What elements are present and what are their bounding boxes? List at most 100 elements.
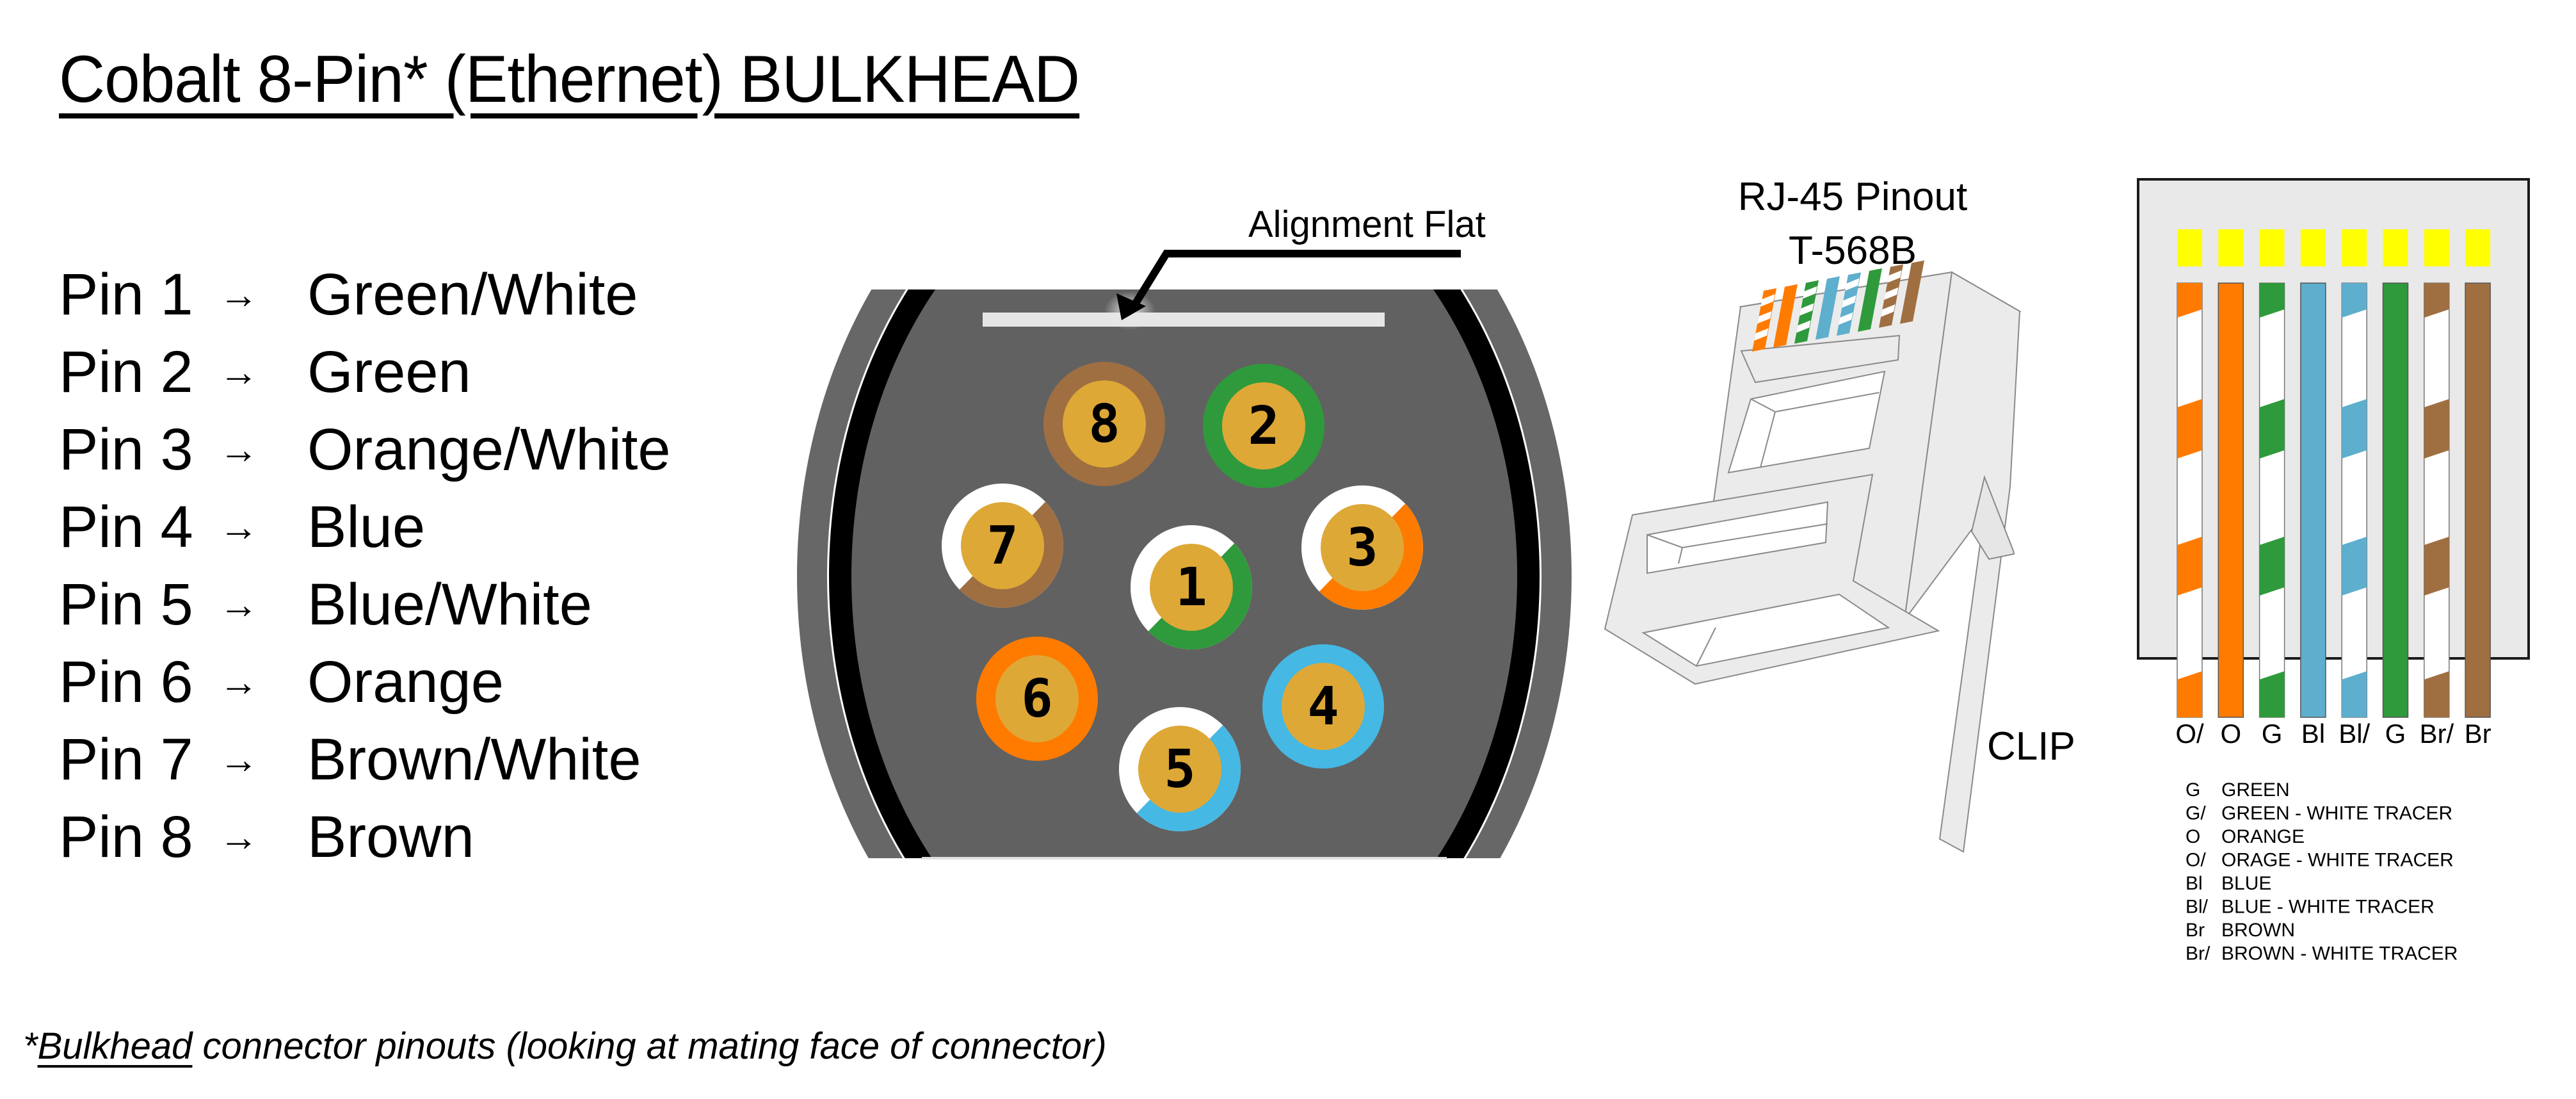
rj45-standard: T-568B — [1789, 229, 1917, 273]
arrow-head-icon — [1116, 293, 1146, 320]
legend-meaning: BLUE - WHITE TRACER — [2221, 897, 2435, 918]
contact-pad — [2259, 229, 2285, 266]
legend-item: G/GREEN - WHITE TRACER — [2186, 803, 2452, 824]
pin-contact — [961, 502, 1044, 589]
plug-wire-6 — [1858, 268, 1882, 332]
plug-wire-stripe — [1842, 295, 1856, 308]
window-edge — [1696, 627, 1716, 667]
pin-contact — [1321, 504, 1404, 591]
legend-meaning: ORAGE - WHITE TRACER — [2221, 850, 2454, 871]
plug-wire-stripe — [1760, 294, 1775, 307]
wire-stripe — [2177, 537, 2202, 596]
plug-wire-body — [1815, 276, 1840, 340]
plug-wire-stripe — [1799, 303, 1814, 316]
contact-pad — [2300, 229, 2326, 266]
contact-pad — [2424, 229, 2449, 266]
pin-color: Orange — [307, 649, 504, 715]
legend-meaning: ORANGE — [2221, 826, 2305, 847]
plug-wire-2 — [1773, 284, 1798, 348]
pin-mapping-item: Pin 8→Brown — [59, 799, 671, 876]
pin-color: Brown/White — [307, 727, 641, 792]
legend-code: Bl/ — [2186, 897, 2209, 918]
contact-pad — [2177, 229, 2202, 266]
wire-stripe — [2424, 399, 2449, 459]
pin-name: Pin 8 — [59, 804, 193, 870]
plug-wire-stripe — [1881, 304, 1896, 317]
wire-5: Bl/ — [2339, 229, 2371, 749]
footnote-asterisk: * — [23, 1025, 38, 1067]
pin-number: 1 — [1175, 557, 1207, 618]
wire-2: O — [2218, 229, 2244, 749]
wire-stripe — [2259, 671, 2285, 717]
pin-name: Pin 1 — [59, 262, 193, 327]
pin-number: 5 — [1164, 739, 1195, 800]
plug-wire-5 — [1837, 272, 1861, 336]
wire-stripe — [2259, 537, 2285, 596]
legend-item: Bl/BLUE - WHITE TRACER — [2186, 897, 2435, 918]
pin-mapping-item: Pin 4→Blue — [59, 489, 671, 566]
pin-number: 7 — [986, 516, 1018, 576]
pin-1: 1 — [1131, 525, 1253, 650]
pin-name: Pin 2 — [59, 339, 193, 405]
wire-label: O/ — [2175, 719, 2204, 749]
pin-mapping-item: Pin 5→Blue/White — [59, 566, 671, 644]
clip-tab — [1970, 475, 2015, 560]
wire-8: Br — [2465, 229, 2491, 749]
plug-wire-stripe — [1887, 270, 1902, 283]
legend-code: O — [2186, 826, 2200, 847]
plug-wire-7 — [1879, 264, 1903, 328]
pin-contact — [1063, 380, 1146, 468]
pin-7: 7 — [942, 484, 1063, 608]
pin-number: 3 — [1346, 517, 1378, 578]
right-arrow-icon: → — [219, 583, 259, 627]
plug-upper-window — [1727, 370, 1886, 474]
wire-label: O — [2220, 719, 2241, 749]
pin-name: Pin 3 — [59, 417, 193, 482]
wire-body — [2341, 282, 2367, 718]
wire-6: G — [2382, 229, 2409, 749]
right-arrow-icon: → — [219, 350, 259, 395]
plug-side-face — [1904, 271, 2021, 853]
wire-stripe — [2342, 537, 2367, 596]
legend-meaning: BROWN — [2221, 920, 2295, 941]
legend-item: O/ORAGE - WHITE TRACER — [2186, 850, 2454, 871]
wire-7: Br/ — [2419, 229, 2454, 749]
plug-wire-body — [1773, 284, 1798, 348]
alignment-flat-bar — [983, 313, 1385, 327]
wire-stripe — [2342, 671, 2367, 717]
legend-code: Br — [2186, 920, 2205, 941]
legend-meaning: GREEN - WHITE TRACER — [2221, 803, 2452, 824]
window-edge — [1775, 392, 1880, 412]
plug-wire-strip — [1752, 260, 1924, 352]
legend-item: Br BROWN — [2186, 920, 2295, 941]
pin-color: Green/White — [307, 262, 638, 327]
pin-contact — [995, 655, 1079, 742]
wire-label: G — [2385, 719, 2406, 749]
wire-label: G — [2262, 719, 2283, 749]
wire-stripe — [2342, 399, 2367, 459]
pin-name: Pin 7 — [59, 727, 193, 792]
wire-label: Br — [2465, 719, 2491, 749]
pin-color: Green — [307, 339, 471, 405]
contact-pad — [2465, 229, 2491, 266]
wire-3: G — [2258, 229, 2285, 749]
plug-wire-stripe — [1796, 320, 1811, 333]
pin-contact — [1222, 382, 1305, 469]
pin-mapping-item: Pin 2 → Green — [59, 334, 671, 411]
wire-stripe — [2259, 283, 2285, 318]
pin-number: 6 — [1021, 669, 1052, 729]
pin-8: 8 — [1043, 362, 1165, 486]
wire-body — [2177, 282, 2203, 718]
plug-wire-stripe — [1839, 312, 1853, 325]
plug-wire-4 — [1815, 276, 1840, 340]
rj45-plug-illustration — [1604, 260, 2022, 853]
wire-stripe — [2177, 399, 2202, 459]
pin-5: 5 — [1119, 707, 1241, 831]
pin-mapping-item: Pin 7→Brown/White — [59, 721, 671, 799]
alignment-leader-line — [1129, 250, 1461, 310]
pin-color: Orange/White — [307, 417, 671, 482]
pin-3: 3 — [1301, 485, 1423, 610]
